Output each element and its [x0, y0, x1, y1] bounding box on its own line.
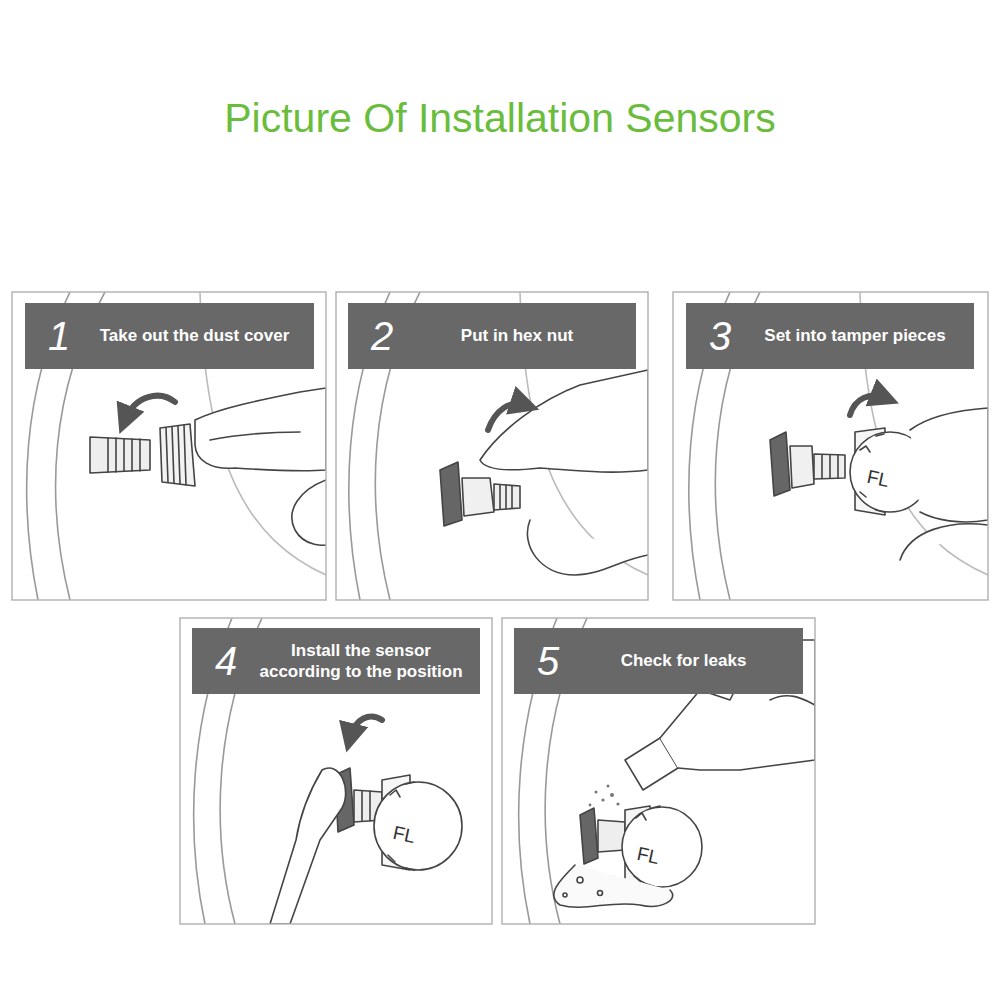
- step-header: 4Install the sensor according to the pos…: [192, 628, 480, 694]
- step-text: Take out the dust cover: [85, 325, 304, 346]
- step-header: 3Set into tamper pieces: [686, 303, 974, 369]
- step-header: 5Check for leaks: [514, 628, 803, 694]
- step-number: 1: [33, 316, 85, 356]
- step-text: Put in hex nut: [408, 325, 626, 346]
- step-header: 2Put in hex nut: [348, 303, 636, 369]
- step-text: Check for leaks: [574, 650, 793, 671]
- step-number: 3: [694, 316, 746, 356]
- step-header: 1Take out the dust cover: [25, 303, 314, 369]
- step-text: Set into tamper pieces: [746, 325, 964, 346]
- step-text: Install the sensor according to the posi…: [252, 640, 470, 683]
- panel-frames: [12, 292, 988, 924]
- position-label: FL: [635, 843, 661, 866]
- step-number: 2: [356, 316, 408, 356]
- position-label: FL: [865, 466, 891, 489]
- position-label: FL: [391, 822, 417, 845]
- page-title: Picture Of Installation Sensors: [0, 95, 1000, 155]
- step-number: 4: [200, 641, 252, 681]
- step-number: 5: [522, 641, 574, 681]
- panel-2-drawing: [349, 292, 648, 600]
